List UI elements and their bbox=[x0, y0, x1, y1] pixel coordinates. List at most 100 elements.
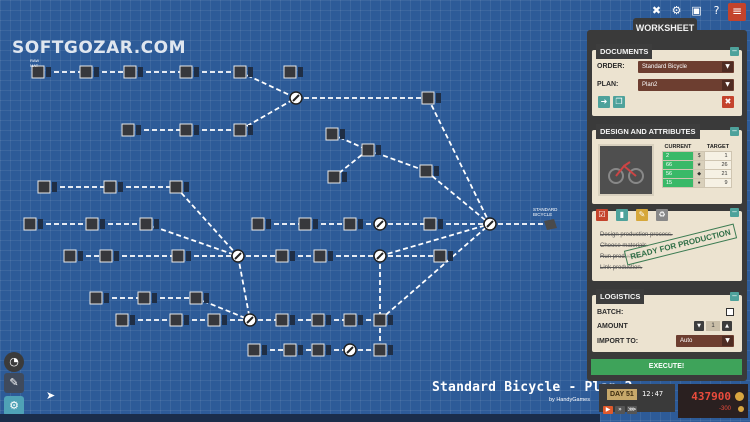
conveyor-link[interactable] bbox=[425, 170, 491, 225]
speed-gauge-icon[interactable]: ◔ bbox=[4, 352, 24, 372]
amount-increase-button[interactable]: ▲ bbox=[722, 321, 732, 331]
node-status-icon bbox=[388, 345, 393, 355]
blueprint-icon[interactable]: ⚙ bbox=[4, 396, 24, 416]
machine-node[interactable] bbox=[311, 313, 325, 327]
amount-decrease-button[interactable]: ▼ bbox=[694, 321, 704, 331]
day-counter: DAY 51 bbox=[607, 389, 637, 400]
machine-node[interactable] bbox=[207, 313, 221, 327]
tools-icon[interactable]: ✖ bbox=[651, 4, 662, 17]
machine-node[interactable] bbox=[423, 217, 437, 231]
machine-node[interactable] bbox=[121, 123, 135, 137]
machine-node[interactable] bbox=[343, 217, 357, 231]
machine-node[interactable] bbox=[37, 180, 51, 194]
machine-node[interactable] bbox=[103, 180, 117, 194]
checklist-tab[interactable]: ☑ bbox=[596, 209, 608, 221]
menu-icon[interactable]: ≡ bbox=[728, 3, 746, 21]
top-toolbar: ✖ ⚙ ▣ ? ≡ bbox=[648, 3, 746, 21]
machine-node[interactable] bbox=[179, 65, 193, 79]
machine-node[interactable] bbox=[169, 313, 183, 327]
plan-select[interactable]: Plan2 ▼ bbox=[638, 79, 734, 91]
conveyor-link[interactable] bbox=[379, 223, 491, 257]
machine-node[interactable] bbox=[373, 313, 387, 327]
notes-tab[interactable]: ✎ bbox=[636, 209, 648, 221]
machine-node[interactable] bbox=[251, 217, 265, 231]
gear-icon[interactable]: ⚙ bbox=[671, 4, 682, 17]
conveyor-link[interactable] bbox=[379, 223, 491, 321]
machine-node[interactable] bbox=[421, 91, 435, 105]
machine-node[interactable] bbox=[139, 217, 153, 231]
machine-node[interactable] bbox=[79, 65, 93, 79]
machine-node[interactable] bbox=[275, 249, 289, 263]
new-plan-button[interactable]: ➜ bbox=[598, 96, 610, 108]
machine-node[interactable] bbox=[99, 249, 113, 263]
machine-node[interactable] bbox=[233, 65, 247, 79]
machine-node[interactable] bbox=[283, 65, 297, 79]
machine-node[interactable] bbox=[123, 65, 137, 79]
node-status-icon bbox=[376, 145, 381, 155]
chevron-down-icon: ▼ bbox=[722, 336, 733, 346]
node-status-icon bbox=[342, 172, 347, 182]
worksheet-tab[interactable]: WORKSHEET bbox=[633, 18, 697, 38]
attribute-row: 15 ● 9 bbox=[662, 178, 732, 188]
wrench-icon bbox=[486, 220, 494, 228]
machine-node[interactable] bbox=[433, 249, 447, 263]
machine-node[interactable] bbox=[275, 313, 289, 327]
node-status-icon bbox=[326, 345, 331, 355]
machine-node[interactable] bbox=[89, 291, 103, 305]
machine-node[interactable] bbox=[298, 217, 312, 231]
machine-node[interactable] bbox=[233, 123, 247, 137]
machine-node[interactable] bbox=[419, 164, 433, 178]
machine-node[interactable] bbox=[179, 123, 193, 137]
machine-node[interactable] bbox=[247, 343, 261, 357]
node-status-icon bbox=[184, 182, 189, 192]
order-select[interactable]: Standard Bicycle ▼ bbox=[638, 61, 734, 73]
machine-node[interactable] bbox=[313, 249, 327, 263]
machine-node[interactable] bbox=[283, 343, 297, 357]
machine-node[interactable] bbox=[169, 180, 183, 194]
camera-icon[interactable]: ▣ bbox=[691, 4, 702, 17]
machine-node[interactable] bbox=[361, 143, 375, 157]
play-button[interactable]: ▶ bbox=[603, 406, 613, 414]
notebook-icon[interactable]: ✎ bbox=[4, 373, 24, 393]
machine-node[interactable] bbox=[63, 249, 77, 263]
finished-product-icon[interactable] bbox=[544, 219, 557, 230]
machine-node[interactable] bbox=[327, 170, 341, 184]
collapse-documents-button[interactable]: – bbox=[730, 47, 739, 56]
copy-plan-button[interactable]: ❐ bbox=[613, 96, 625, 108]
machine-node[interactable] bbox=[171, 249, 185, 263]
cursor-icon: ➤ bbox=[46, 389, 56, 402]
collapse-logistics-button[interactable]: – bbox=[730, 292, 739, 301]
fast-forward-button[interactable]: » bbox=[615, 406, 625, 414]
amount-input[interactable]: 1 bbox=[706, 321, 720, 331]
collapse-design-button[interactable]: – bbox=[730, 127, 739, 136]
fastest-button[interactable]: ⋙ bbox=[627, 406, 637, 414]
delete-plan-button[interactable]: ✖ bbox=[722, 96, 734, 108]
machine-node[interactable] bbox=[31, 65, 45, 79]
machine-node[interactable] bbox=[373, 343, 387, 357]
help-icon[interactable]: ? bbox=[713, 4, 720, 17]
machine-node[interactable] bbox=[189, 291, 203, 305]
collapse-tasks-button[interactable]: – bbox=[730, 208, 739, 217]
batch-checkbox[interactable] bbox=[726, 308, 734, 316]
conveyor-link[interactable] bbox=[427, 97, 491, 225]
machine-node[interactable] bbox=[115, 313, 129, 327]
machine-node[interactable] bbox=[85, 217, 99, 231]
conveyor-link[interactable] bbox=[145, 223, 239, 257]
current-value: 2 bbox=[662, 151, 694, 161]
byline: by HandyGames bbox=[549, 397, 590, 403]
machine-node[interactable] bbox=[325, 127, 339, 141]
documents-card: DOCUMENTS – ORDER: Standard Bicycle ▼ PL… bbox=[592, 44, 742, 116]
import-select[interactable]: Auto ▼ bbox=[676, 335, 734, 347]
trash-tab[interactable]: ♻ bbox=[656, 209, 668, 221]
statistics-tab[interactable]: ▮ bbox=[616, 209, 628, 221]
machine-node[interactable] bbox=[343, 313, 357, 327]
execute-button[interactable]: EXECUTE! bbox=[591, 359, 742, 375]
machine-node[interactable] bbox=[311, 343, 325, 357]
conveyor-link[interactable] bbox=[237, 255, 251, 321]
machine-node[interactable] bbox=[23, 217, 37, 231]
machine-node[interactable] bbox=[137, 291, 151, 305]
wrench-icon bbox=[346, 346, 354, 354]
conveyor-link[interactable] bbox=[239, 97, 297, 131]
node-status-icon bbox=[194, 125, 199, 135]
